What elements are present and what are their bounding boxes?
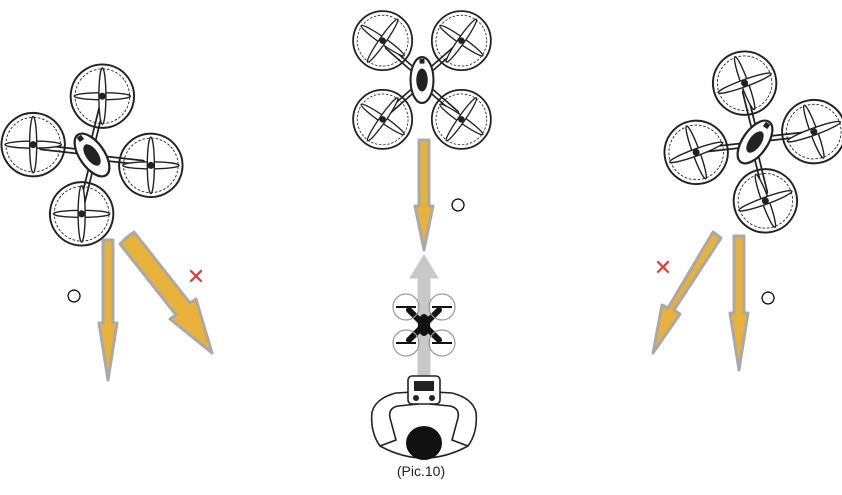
left-drone-icon [0,52,195,258]
right-ok-mark: ○ [759,281,777,314]
left-ok-mark: ○ [65,279,83,312]
left-straight-arrow [99,240,117,380]
center-ok-mark: ○ [449,188,467,221]
right-wrong-mark: ✕ [654,256,672,281]
right-straight-arrow [730,236,748,370]
figure-caption: (Pic.10) [0,463,842,479]
center-drone-icon [353,11,491,149]
center-down-arrow [415,140,433,250]
pilot-with-remote-icon [372,376,477,460]
right-diagonal-arrow [653,232,721,353]
right-drone-icon [652,39,842,245]
left-diagonal-arrow [120,232,212,353]
left-wrong-mark: ✕ [187,265,205,290]
